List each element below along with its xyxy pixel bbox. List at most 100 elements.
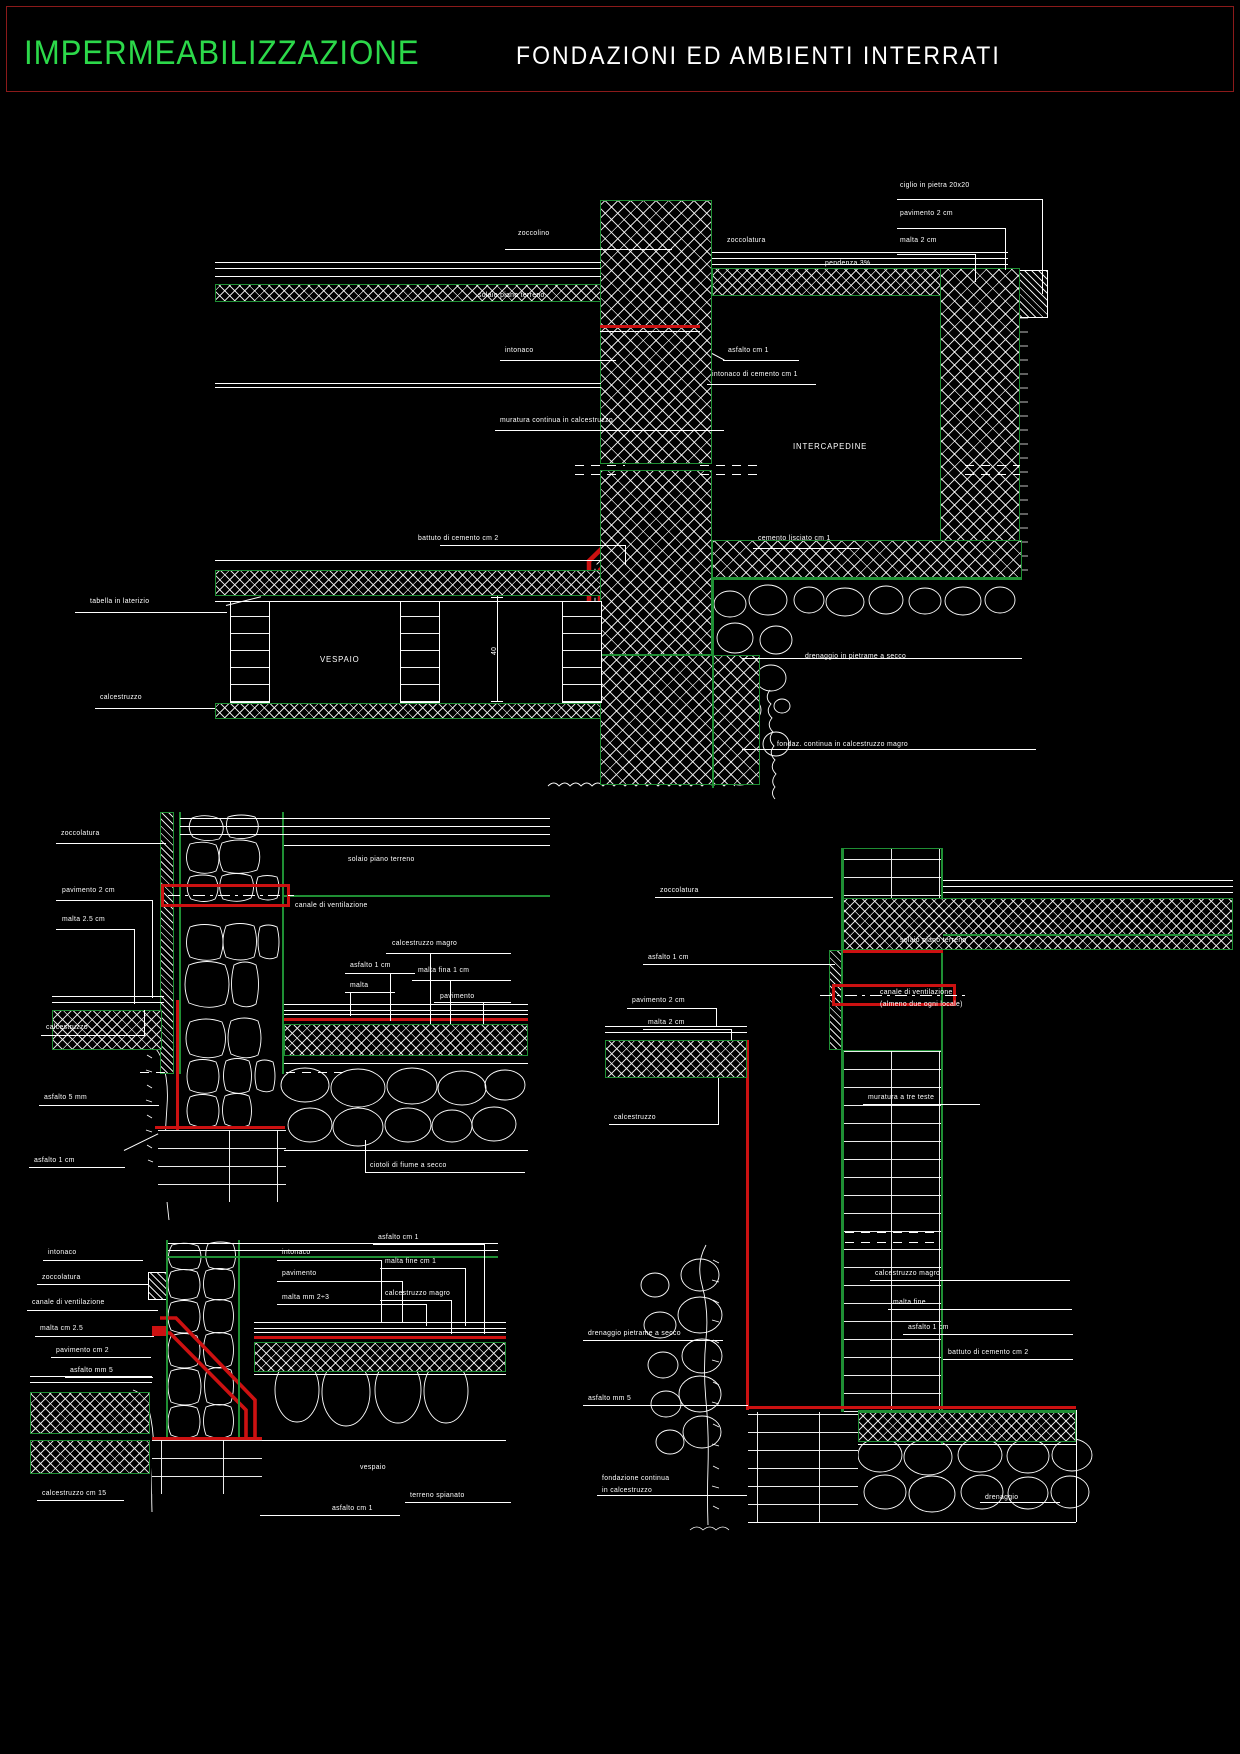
label-pavimento2-mid: pavimento 2 cm xyxy=(62,885,115,894)
label-pendenza: pendenza 3% xyxy=(825,258,871,267)
leader-pavimento2-r-v xyxy=(716,1008,717,1026)
label-asfalto-cm1-bl: asfalto cm 1 xyxy=(378,1232,419,1241)
mid-waterproof-vertical xyxy=(176,1000,179,1175)
leader-asfalto1cm-r xyxy=(903,1334,1073,1335)
label-calcestruzzo-mid: calcestruzzo xyxy=(46,1022,88,1031)
leader-drenaggio-r2 xyxy=(980,1502,1060,1503)
mid-footing-brick xyxy=(158,1130,286,1202)
leader-fondazione-r xyxy=(597,1495,747,1496)
label-solaio-mid: solaio piano terreno xyxy=(348,854,415,863)
top-ceiling-line-2 xyxy=(215,387,601,388)
bl-right-slab-bottom xyxy=(254,1374,506,1375)
leader-pavimento-mid-v xyxy=(483,1002,484,1024)
top-break-line-left-1 xyxy=(575,465,625,466)
r-foundation-bottom xyxy=(748,1522,1076,1523)
r-brick-wall-lower xyxy=(843,1050,943,1430)
label-malta25-mid: malta 2.5 cm xyxy=(62,914,106,923)
label-cc15-bl: calcestruzzo cm 15 xyxy=(42,1488,107,1497)
mid-duct-centerline xyxy=(168,895,283,896)
top-intercapedine-outer-wall xyxy=(940,268,1020,568)
leader-calcestruzzo-r-v xyxy=(718,1078,719,1124)
mid-break-dash-2 xyxy=(140,1072,170,1073)
label-malta2-r: malta 2 cm xyxy=(648,1017,685,1026)
leader-zoccolatura-mid xyxy=(56,843,166,844)
mid-right-floor-base xyxy=(284,1063,528,1064)
label-vespaio-top: VESPAIO xyxy=(320,655,360,664)
r-break-dash-1 xyxy=(845,1232,941,1233)
r-asfalto-layer xyxy=(843,950,943,953)
leader-canale-mid xyxy=(288,895,294,896)
bl-interior-floor xyxy=(30,1392,150,1434)
top-vespaio-slab-top xyxy=(215,560,601,561)
leader-muratura-r xyxy=(863,1104,980,1105)
mid-roof-line-3 xyxy=(180,834,550,835)
top-foundation-block xyxy=(600,655,760,785)
label-pavimento-mid: pavimento xyxy=(440,991,475,1000)
leader-maltafine-bl-v xyxy=(465,1268,466,1326)
mid-roof-line-1 xyxy=(180,818,550,819)
leader-malta25-mid-v xyxy=(134,929,135,1004)
bl-roof-green xyxy=(168,1256,498,1258)
bl-right-line-2 xyxy=(254,1328,506,1329)
leader-calcestruzzo-mid-h xyxy=(41,1035,145,1036)
leader-drenaggio-top-2 xyxy=(742,658,806,659)
label-asfalto1-r: asfalto 1 cm xyxy=(648,952,689,961)
label-intercapedine: INTERCAPEDINE xyxy=(793,442,868,451)
leader-asfalto1cm-mid-h xyxy=(29,1167,125,1168)
label-maltafine-r: malta fine xyxy=(893,1297,926,1306)
leader-zoccolatura-r xyxy=(655,897,833,898)
mid-floor-line-1 xyxy=(52,996,164,997)
bl-footing-redline xyxy=(152,1437,262,1440)
bl-footing-brick xyxy=(152,1440,262,1494)
leader-drenaggio-top xyxy=(800,658,1022,659)
r-duct-centerline xyxy=(820,995,970,996)
mid-waterproof-horizontal xyxy=(155,1126,285,1129)
leader-ccmagro-bl-v xyxy=(451,1300,452,1334)
top-slab-line-1 xyxy=(215,262,601,263)
label-asfalto5mm-mid: asfalto 5 mm xyxy=(44,1092,88,1101)
leader-battuto2-h xyxy=(440,545,626,546)
label-ccmagro-r: calcestruzzo magro xyxy=(875,1268,941,1277)
label-solaio-r: solaio piano terreno xyxy=(900,935,967,944)
r-wall-green-left xyxy=(841,848,843,1444)
label-malta25-bl: malta cm 2.5 xyxy=(40,1323,84,1332)
mid-wall-green-left xyxy=(179,812,181,1074)
label-fondazione-r1: fondazione continua xyxy=(602,1473,670,1482)
label-asfalto-mm5-r: asfalto mm 5 xyxy=(588,1393,632,1402)
mid-floor-line-2 xyxy=(52,1002,164,1003)
leader-malta25-bl xyxy=(35,1336,154,1337)
top-ceiling-line-1 xyxy=(215,383,601,384)
bl-right-floor-slab xyxy=(254,1342,506,1372)
label-ciotoli-mid: ciotoli di fiume a secco xyxy=(370,1160,447,1169)
label-drenaggio-r: drenaggio pietrame a secco xyxy=(588,1328,681,1337)
r-drain-top-line xyxy=(858,1444,1076,1445)
top-waterproof-strip xyxy=(600,325,700,328)
label-battuto2-top: battuto di cemento cm 2 xyxy=(418,533,499,542)
leader-ciotoli-mid-v xyxy=(365,1140,366,1172)
bl-floor-line-2 xyxy=(30,1382,152,1383)
leader-muratura-top xyxy=(495,430,724,431)
leader-intonaco-cemento xyxy=(707,384,816,385)
mid-break-dash-1 xyxy=(286,1072,346,1073)
label-calcestruzzo-r: calcestruzzo xyxy=(614,1112,656,1121)
leader-calcestruzzo-r xyxy=(609,1124,719,1125)
leader-asfalto1-r xyxy=(643,964,835,965)
r-break-dash-2 xyxy=(845,1242,941,1243)
r-drain-right-line xyxy=(1076,1410,1077,1522)
top-paving-line-1 xyxy=(712,252,1008,253)
stone-masonry-bottom-left xyxy=(167,1241,236,1439)
mid-right-floor-line-1 xyxy=(284,1004,528,1005)
r-left-floor-line-1 xyxy=(605,1026,747,1027)
r-foundation-brick xyxy=(748,1412,858,1522)
leader-ciglio-v xyxy=(1042,199,1043,294)
leader-intonaco2-bl-v xyxy=(381,1260,382,1322)
bl-vespaio-base xyxy=(254,1440,506,1441)
top-dimension-tick-bottom xyxy=(491,701,503,702)
leader-canale-bl xyxy=(27,1310,158,1311)
label-asfalto5-bl: asfalto mm 5 xyxy=(70,1365,114,1374)
label-zoccolino: zoccolino xyxy=(518,228,550,237)
label-asfalto1cm-mid: asfalto 1 cm xyxy=(34,1155,75,1164)
r-waterproof-vertical xyxy=(746,1040,749,1410)
leader-tabella-h xyxy=(75,612,227,613)
river-cobbles xyxy=(280,1067,526,1147)
